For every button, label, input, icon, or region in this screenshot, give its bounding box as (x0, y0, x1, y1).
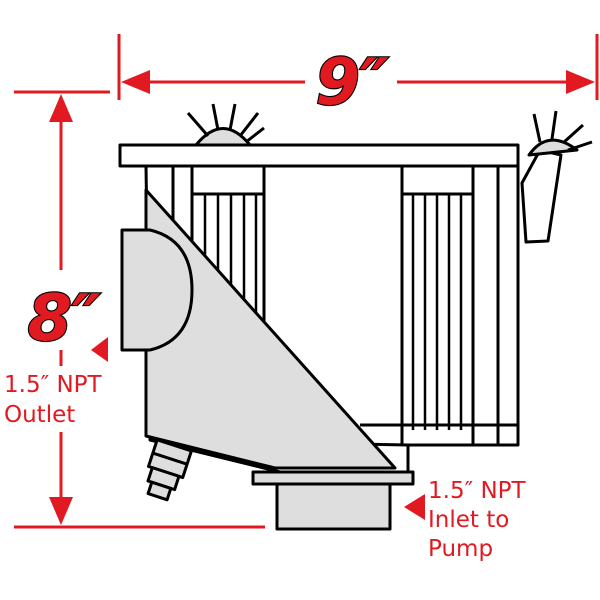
housing-assembly (118, 103, 593, 531)
side-elbow-fitting (520, 110, 593, 244)
outlet-callout-line1: 1.5″ NPT (4, 372, 103, 398)
outlet-callout-line2: Outlet (4, 402, 75, 428)
wingnut-arm-1 (532, 113, 542, 143)
width-arrow-left (121, 70, 150, 94)
right-filter-bars (411, 195, 463, 430)
wingnut-arm-c (228, 103, 237, 131)
outlet-pointer-arrow (91, 337, 108, 362)
wingnut-arm-4 (567, 140, 593, 152)
wingnut-arm-b (211, 103, 220, 131)
height-arrow-bottom (49, 497, 73, 525)
clamp-block-left (190, 164, 266, 196)
inlet-pipe (275, 482, 392, 531)
wingnut-arm-3 (561, 123, 585, 145)
drain-fitting (146, 438, 193, 502)
width-label-bg (305, 42, 397, 112)
width-arrow-right (566, 70, 595, 94)
wingnut-arm-d (238, 112, 260, 137)
elbow-pipe (520, 148, 563, 244)
inlet-callout-line3: Pump (428, 536, 493, 562)
width-label: 9″ (315, 46, 389, 120)
outlet-port (120, 228, 194, 352)
inlet-callout-line2: Inlet to (428, 507, 509, 533)
diagonal-wedge (144, 188, 397, 470)
left-filter-bars (203, 195, 258, 320)
wingnut-arm-2 (550, 110, 558, 140)
height-arrow-top (49, 94, 73, 122)
inlet-pointer-arrow (404, 494, 425, 520)
wingnut-dome (194, 127, 252, 147)
height-dimension (14, 90, 265, 529)
wingnut-arm-e (245, 126, 265, 144)
inlet-flange (251, 470, 415, 486)
wingnut-arm-a (186, 112, 210, 137)
inlet-callout-line1: 1.5″ NPT (428, 478, 527, 504)
elbow-cap (527, 138, 579, 157)
clamp-block-right (400, 164, 475, 196)
top-flange (118, 143, 520, 168)
top-wingnut (186, 103, 265, 147)
height-label: 8″ (27, 282, 101, 356)
